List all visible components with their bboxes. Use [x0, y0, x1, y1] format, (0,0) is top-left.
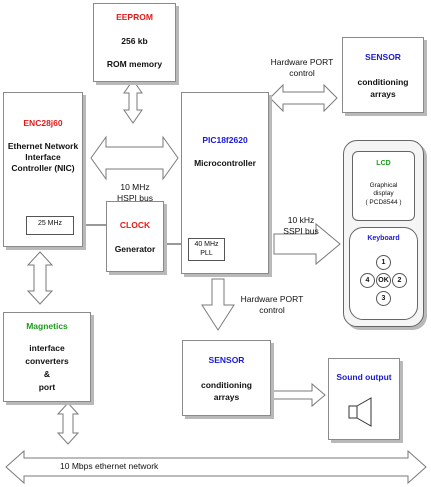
port-top-label-2: control	[289, 68, 315, 78]
nic-oscillator-label: 25 MHz	[37, 220, 63, 227]
mcu-description: Microcontroller	[194, 158, 256, 168]
keyboard-panel: Keyboard 1 4 OK 2 3	[349, 227, 418, 320]
clock-block: CLOCK Generator	[106, 201, 164, 272]
sensor-top-line1: conditioning	[357, 77, 409, 87]
magnetics-title: Magnetics	[26, 321, 68, 331]
sensor-top-block: SENSOR conditioning arrays	[342, 37, 424, 113]
nic-magnetics-arrow	[26, 251, 54, 305]
port-bottom-label-1: Hardware PORT	[240, 294, 304, 304]
mcu-block: PIC18f2620 Microcontroller 40 MHz PLL	[181, 92, 269, 274]
magnetics-line3: &	[43, 369, 51, 379]
lcd-line1: Graphical	[369, 182, 398, 189]
eeprom-block: EEPROM 256 kb ROM memory	[93, 3, 176, 82]
mcu-pll-label: PLL	[200, 250, 213, 257]
clock-description: Generator	[114, 244, 156, 254]
port-top-label-1: Hardware PORT	[270, 57, 334, 67]
key-4[interactable]: 4	[360, 273, 375, 288]
sensor-bottom-block: SENSOR conditioning arrays	[182, 340, 271, 416]
nic-line3: Controller (NIC)	[11, 163, 75, 173]
sensor-bottom-line1: conditioning	[201, 380, 252, 390]
magnetics-line1: interface	[29, 343, 65, 353]
ethernet-label: 10 Mbps ethernet network	[60, 461, 159, 471]
hspi-freq-label: 10 MHz	[120, 182, 150, 192]
clock-title: CLOCK	[119, 220, 151, 230]
port-top-arrow	[269, 83, 338, 113]
mcu-pll: 40 MHz PLL	[188, 238, 225, 261]
key-1[interactable]: 1	[376, 255, 391, 270]
sensor-bottom-title: SENSOR	[208, 355, 245, 365]
mcu-title: PIC18f2620	[202, 135, 248, 145]
key-ok[interactable]: OK	[376, 273, 391, 288]
key-3[interactable]: 3	[376, 291, 391, 306]
sspi-bus-arrow	[273, 222, 341, 266]
magnetics-ethernet-arrow	[56, 402, 80, 445]
eeprom-description: ROM memory	[106, 59, 163, 69]
sound-output-block: Sound output	[328, 358, 400, 440]
keyboard-title: Keyboard	[367, 235, 400, 242]
nic-oscillator: 25 MHz	[26, 216, 74, 235]
sspi-freq-label: 10 kHz	[287, 215, 315, 225]
lcd-title: LCD	[376, 160, 391, 167]
nic-line1: Ethernet Network	[7, 141, 79, 151]
nic-block: ENC28j60 Ethernet Network Interface Cont…	[3, 92, 83, 247]
sensor-top-title: SENSOR	[365, 52, 401, 62]
mcu-pll-freq: 40 MHz	[194, 241, 219, 248]
sspi-bus-label: SSPI bus	[283, 226, 319, 236]
nic-title: ENC28j60	[23, 118, 63, 128]
hspi-bus-arrow	[90, 135, 179, 181]
magnetics-block: Magnetics interface converters & port	[3, 312, 91, 402]
handheld-device: LCD Graphical display ( PCD8544 ) Keyboa…	[343, 140, 424, 327]
lcd-line2: display	[373, 190, 394, 197]
sound-arrow	[272, 382, 326, 408]
speaker-icon	[348, 397, 372, 427]
nic-line2: Interface	[25, 152, 61, 162]
port-bottom-arrow	[201, 278, 235, 331]
key-2[interactable]: 2	[392, 273, 407, 288]
ethernet-arrow	[5, 449, 427, 485]
sound-output-title: Sound output	[336, 372, 392, 382]
sensor-top-line2: arrays	[370, 89, 396, 99]
port-bottom-label-2: control	[259, 305, 285, 315]
sensor-bottom-line2: arrays	[213, 392, 240, 402]
magnetics-line4: port	[38, 382, 56, 392]
eeprom-bus-arrow	[123, 79, 143, 124]
magnetics-line2: converters	[25, 356, 69, 366]
hspi-bus-label: HSPI bus	[117, 193, 153, 203]
lcd-screen: LCD Graphical display ( PCD8544 )	[352, 151, 415, 221]
lcd-line3: ( PCD8544 )	[365, 199, 402, 206]
eeprom-capacity: 256 kb	[121, 36, 148, 46]
eeprom-title: EEPROM	[116, 12, 153, 22]
